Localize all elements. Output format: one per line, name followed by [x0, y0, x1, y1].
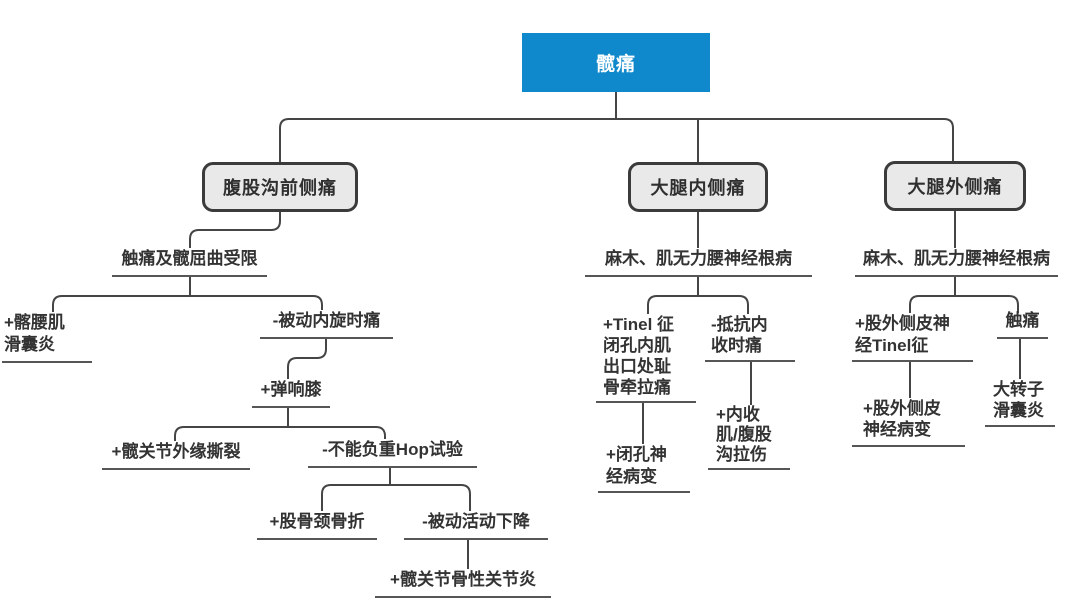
node-numbness-weakness-lumbar-radiculopathy-medial: 麻木、肌无力腰神经根病: [585, 248, 812, 277]
node-hop-test-weight-bearing: -不能负重Hop试验: [308, 439, 477, 468]
node-lfcn-tinel-sign: +股外侧皮神 经Tinel征: [852, 313, 973, 362]
connector-lateral-split: [909, 295, 1019, 313]
connector-medial-split: [647, 295, 749, 314]
node-iliopsoas-bursitis: +髂腰肌 滑囊炎: [2, 312, 92, 363]
node-obturator-neuropathy: +闭孔神 经病变: [598, 444, 690, 493]
node-hip-osteoarthritis: +髋关节骨性关节炎: [375, 569, 551, 598]
branch-node-lateral-thigh-pain: 大腿外侧痛: [884, 161, 1026, 211]
node-line: 沟拉伤: [716, 445, 767, 464]
node-decreased-passive-motion: -被动活动下降: [404, 511, 548, 540]
node-line: 神经病变: [863, 420, 931, 439]
node-tenderness-hip-flexion-limited: 触痛及髋屈曲受限: [112, 248, 267, 277]
node-trochanteric-bursitis: 大转子 滑囊炎: [985, 379, 1055, 427]
node-passive-internal-rotation-pain: -被动内旋时痛: [260, 310, 393, 339]
node-tinel-sign-obturator: +Tinel 征 闭孔内肌 出口处耻 骨牵拉痛: [596, 314, 696, 403]
branch-node-medial-thigh-pain: 大腿内侧痛: [628, 162, 768, 212]
node-lfcn-neuropathy: +股外侧皮 神经病变: [852, 398, 965, 447]
node-line: 肌/腹股: [716, 425, 772, 444]
node-line: +股外侧皮: [863, 399, 941, 418]
node-femoral-neck-fracture: +股骨颈骨折: [257, 511, 377, 540]
connector-rotation-to-snapping: [287, 339, 327, 379]
node-line: 闭孔内肌: [603, 336, 671, 355]
node-adductor-groin-strain: +内收 肌/腹股 沟拉伤: [708, 405, 790, 470]
node-line: 收时痛: [711, 336, 762, 355]
node-line: +内收: [716, 405, 760, 424]
connector-level1-bus: [279, 118, 954, 162]
node-resisted-adduction-pain: -抵抗内 收时痛: [705, 314, 795, 362]
connector-groin-split: [52, 295, 323, 312]
root-node-hip-pain: 髋痛: [522, 33, 710, 92]
connector-groin-elbow: [189, 212, 281, 248]
node-numbness-weakness-lumbar-radiculopathy-lateral: 麻木、肌无力腰神经根病: [855, 248, 1058, 277]
node-line: 经病变: [606, 467, 657, 486]
node-line: 经Tinel征: [855, 336, 929, 355]
node-line: +闭孔神: [606, 445, 667, 464]
node-line: 大转子: [993, 380, 1044, 399]
node-line: +股外侧皮神: [855, 314, 950, 333]
node-line: 出口处耻: [603, 357, 671, 376]
node-line: 滑囊炎: [4, 335, 55, 354]
node-snapping-knee: +弹响膝: [252, 379, 330, 408]
node-line: +髂腰肌: [4, 313, 65, 332]
branch-node-anterior-groin-pain: 腹股沟前侧痛: [202, 162, 358, 212]
node-line: 滑囊炎: [993, 401, 1044, 420]
node-line: -抵抗内: [711, 315, 768, 334]
node-tenderness: 触痛: [997, 310, 1048, 339]
node-line: 骨牵拉痛: [603, 378, 671, 397]
connector-hop-split: [321, 484, 471, 511]
node-acetabular-rim-tear: +髋关节外缘撕裂: [102, 441, 250, 470]
connector-snapping-split: [174, 426, 386, 441]
node-line: +Tinel 征: [603, 315, 675, 334]
